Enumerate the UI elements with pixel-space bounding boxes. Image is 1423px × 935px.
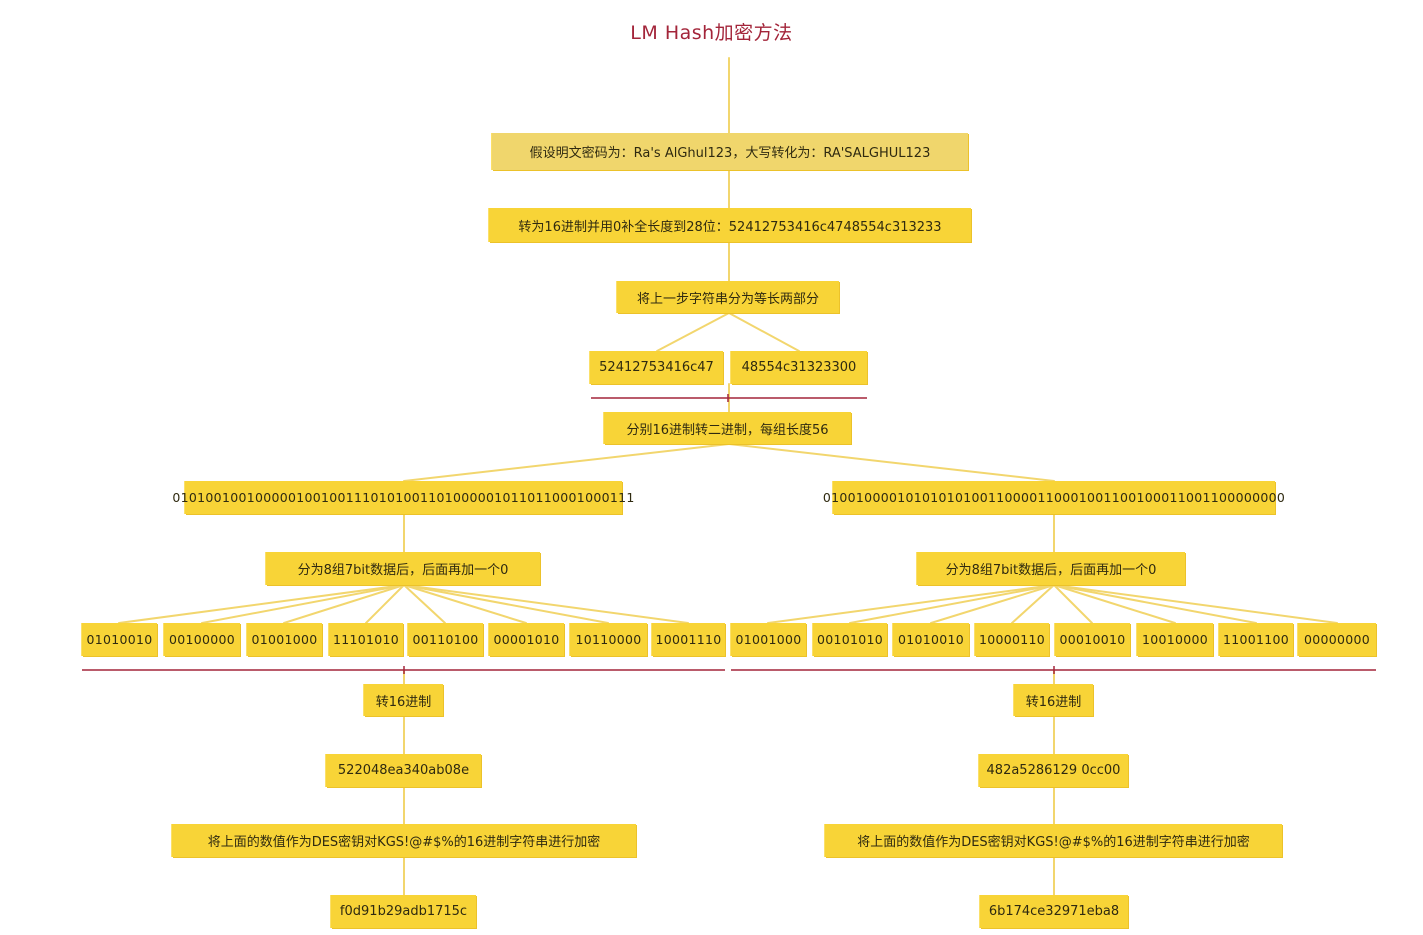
hex-pad-node: 转为16进制并用0补全长度到28位：52412753416c4748554c31… [489, 208, 971, 242]
to-hex-right-node: 转16进制 [1014, 684, 1093, 716]
bin-right-node: 0100100001010101010011000011000100110010… [823, 481, 1285, 514]
connector-line-15 [403, 584, 527, 624]
half-left-node: 52412753416c47 [590, 351, 723, 384]
group-right-node: 分为8组7bit数据后，后面再加一个0 [917, 552, 1185, 585]
byte-left-3: 01001000 [247, 623, 322, 656]
byte-left-1: 01010010 [82, 623, 157, 656]
byte-left-4: 11101010 [329, 623, 403, 656]
connector-line-18 [767, 584, 1055, 624]
des-left-node: 将上面的数值作为DES密钥对KGS!@#$%的16进制字符串进行加密 [172, 824, 636, 857]
split-step-node: 将上一步字符串分为等长两部分 [617, 281, 839, 313]
result-right-node: 6b174ce32971eba8 [980, 895, 1128, 928]
connector-line-21 [1011, 584, 1055, 624]
connector-line-23 [1053, 584, 1176, 624]
byte-left-5: 00110100 [408, 623, 483, 656]
byte-right-7: 11001100 [1219, 623, 1293, 656]
group-left-node: 分为8组7bit数据后，后面再加一个0 [266, 552, 540, 585]
to-binary-node: 分别16进制转二进制，每组长度56 [604, 412, 851, 444]
byte-left-6: 00001010 [489, 623, 564, 656]
key-right-node: 482a5286129 0cc00 [979, 754, 1128, 787]
connector-line-14 [403, 584, 446, 624]
byte-right-2: 00101010 [813, 623, 887, 656]
connector-line-11 [201, 584, 405, 624]
connector-line-22 [1053, 584, 1093, 624]
byte-right-6: 10010000 [1137, 623, 1213, 656]
byte-right-1: 01001000 [731, 623, 806, 656]
connector-line-25 [1053, 584, 1338, 624]
connector-line-16 [403, 584, 609, 624]
byte-left-2: 00100000 [164, 623, 240, 656]
bin-left-node: 0101001001000001001001110101001101000001… [172, 481, 634, 514]
connector-line-10 [118, 584, 405, 624]
connector-line-6 [403, 443, 730, 482]
byte-left-8: 10001110 [652, 623, 725, 656]
connector-line-19 [849, 584, 1055, 624]
half-right-node: 48554c31323300 [731, 351, 867, 384]
byte-left-7: 10110000 [570, 623, 647, 656]
connector-line-7 [728, 443, 1055, 482]
page-title: LM Hash加密方法 [630, 22, 793, 44]
byte-right-4: 10000110 [975, 623, 1049, 656]
byte-right-5: 00010010 [1055, 623, 1130, 656]
connector-line-24 [1053, 584, 1257, 624]
connector-line-4 [728, 312, 800, 352]
connector-line-3 [656, 312, 730, 352]
connector-line-13 [365, 584, 405, 624]
plaintext-node: 假设明文密码为：Ra's AlGhul123，大写转化为：RA'SALGHUL1… [492, 133, 968, 170]
connector-line-12 [283, 584, 405, 624]
key-left-node: 522048ea340ab08e [326, 754, 481, 787]
byte-right-3: 01010010 [893, 623, 969, 656]
connector-line-20 [930, 584, 1055, 624]
byte-right-8: 00000000 [1298, 623, 1376, 656]
connector-line-17 [403, 584, 689, 624]
to-hex-left-node: 转16进制 [364, 684, 443, 716]
result-left-node: f0d91b29adb1715c [331, 895, 476, 928]
des-right-node: 将上面的数值作为DES密钥对KGS!@#$%的16进制字符串进行加密 [825, 824, 1282, 857]
